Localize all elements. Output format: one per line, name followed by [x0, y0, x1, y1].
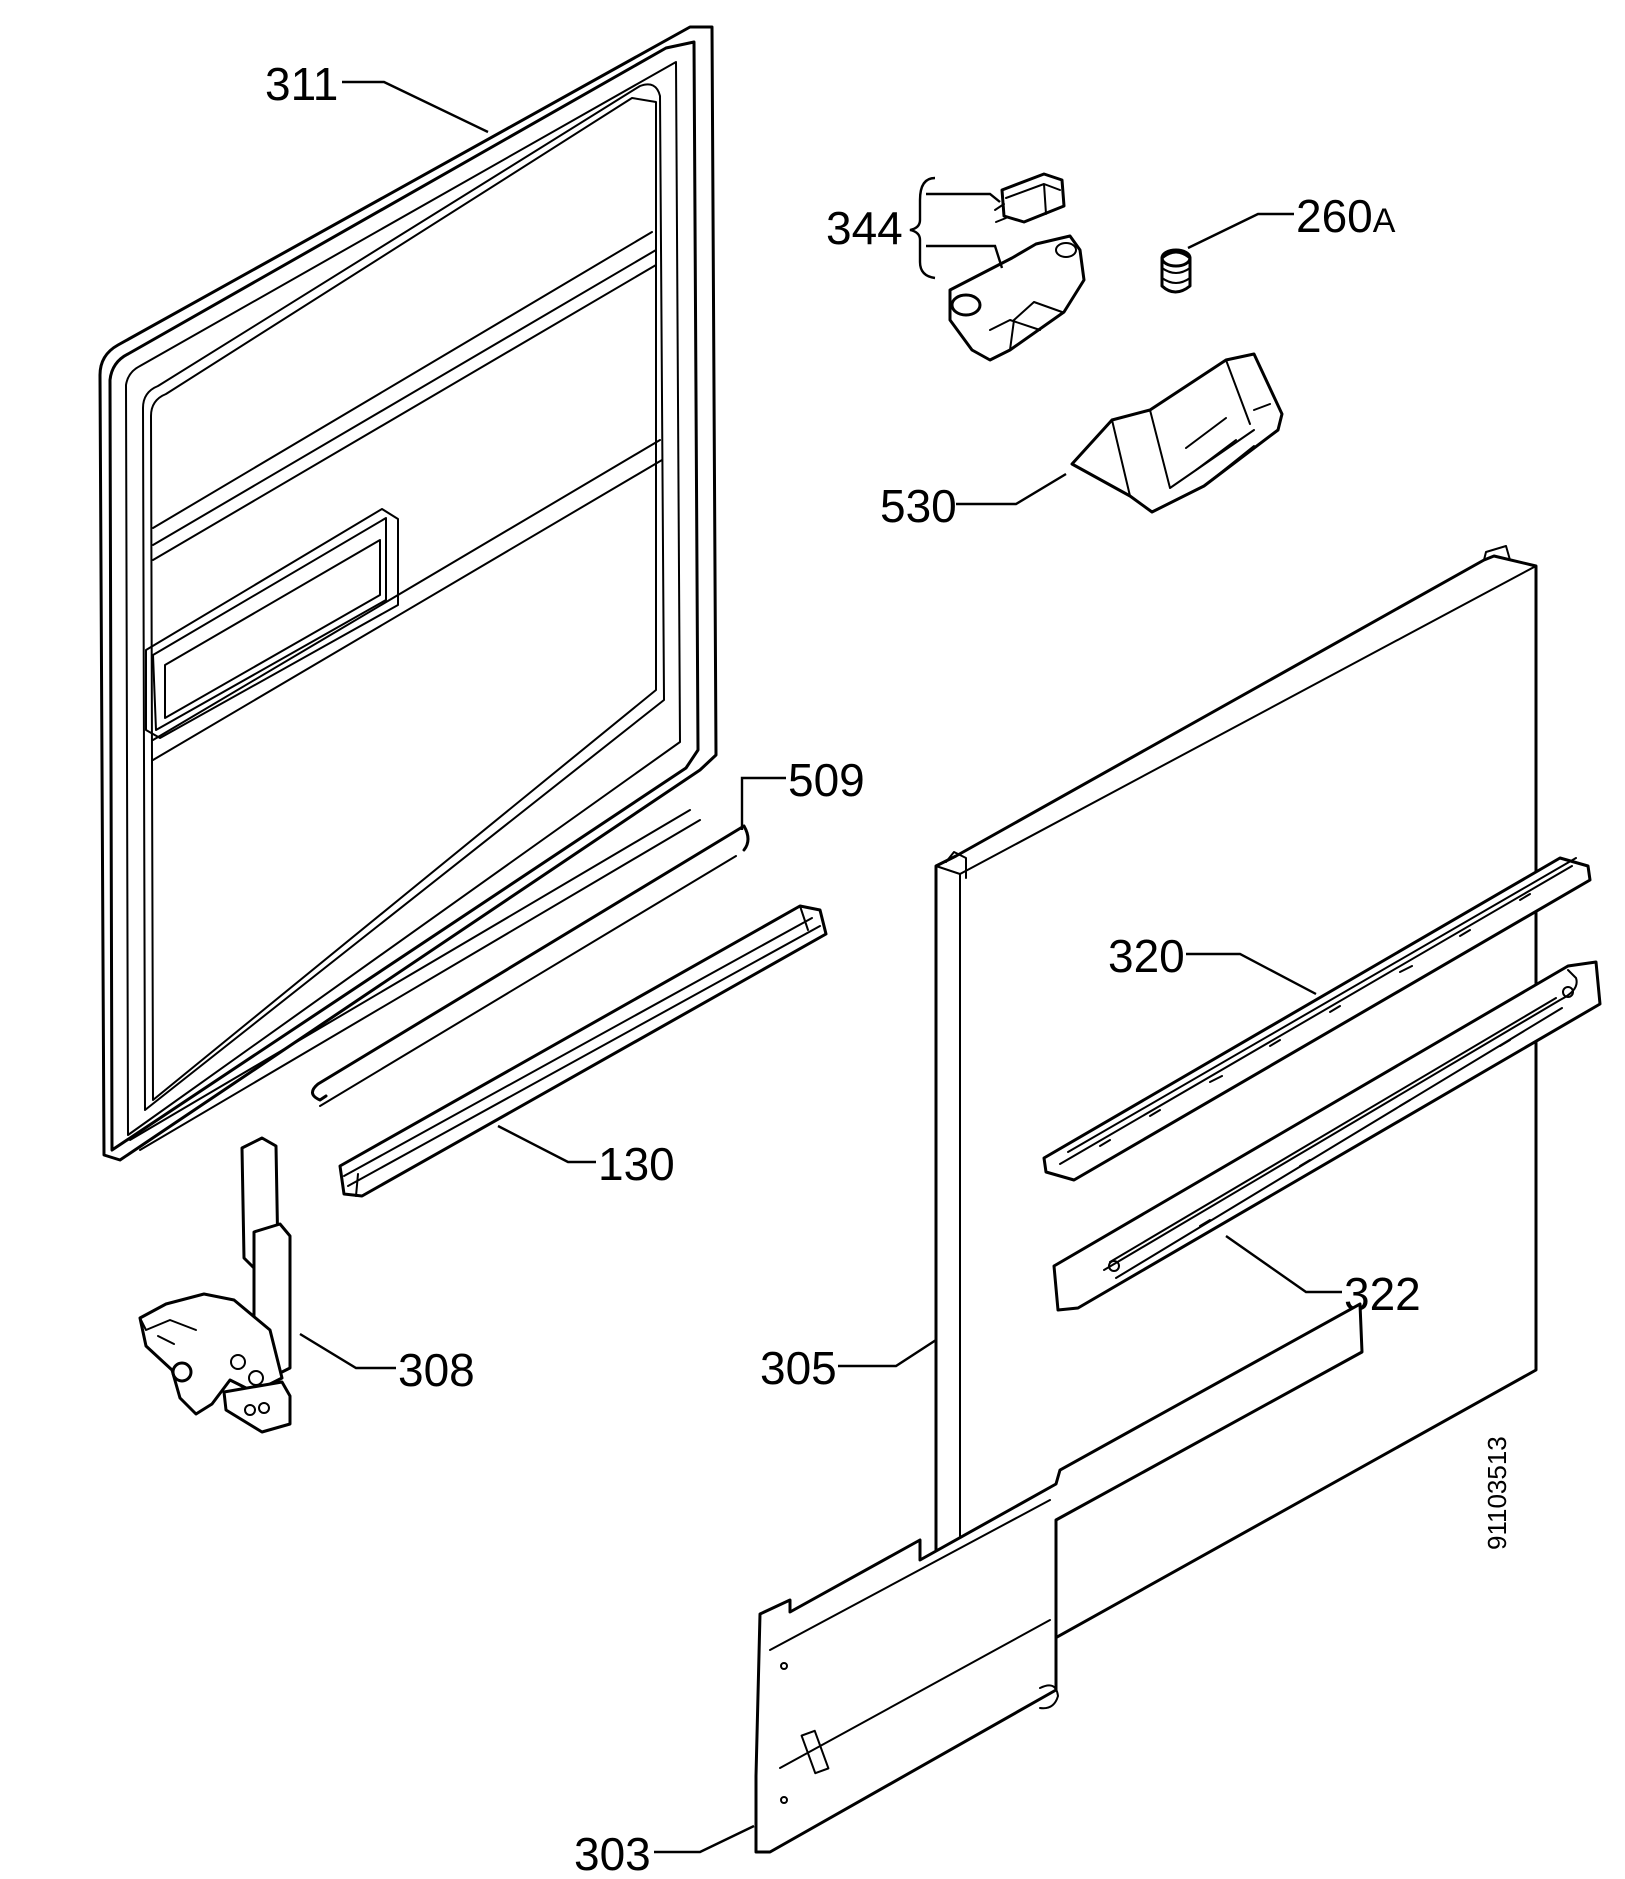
lower-rail-322	[1052, 960, 1602, 1312]
outer-door-panel-305	[934, 545, 1538, 1692]
leader-322	[1225, 1235, 1342, 1294]
kick-plate-303	[754, 1302, 1364, 1854]
leader-530	[956, 472, 1067, 506]
callout-305: 305	[760, 1342, 837, 1394]
door-lock-344	[948, 172, 1086, 362]
callout-130: 130	[598, 1138, 675, 1190]
lock-cap-260a	[1160, 248, 1192, 294]
document-number: 91103513	[1482, 1436, 1512, 1550]
leader-130	[497, 1124, 596, 1164]
leader-303	[654, 1824, 755, 1854]
callout-311: 311	[265, 58, 338, 110]
callout-530: 530	[880, 480, 957, 532]
inner-door-panel-311	[98, 25, 718, 1162]
upper-rail-320	[1042, 856, 1592, 1182]
leader-344-upper	[926, 192, 1001, 203]
callout-509: 509	[788, 754, 865, 806]
door-handle-530	[1070, 352, 1284, 514]
callout-260: 260	[1296, 190, 1373, 242]
leader-308	[299, 1332, 396, 1370]
callout-303: 303	[574, 1828, 651, 1879]
seal-strip-130	[338, 904, 828, 1198]
callout-344: 344	[826, 202, 903, 254]
callout-260-suffix: A	[1373, 202, 1396, 240]
leader-344-lower	[926, 244, 1004, 269]
leader-311	[342, 80, 489, 134]
svg-text:260A: 260A	[1296, 190, 1396, 242]
door-hinge-308	[138, 1136, 292, 1434]
leader-509	[740, 776, 786, 830]
leader-260a	[1187, 212, 1294, 250]
callout-320: 320	[1108, 930, 1185, 982]
rod-509	[311, 824, 750, 1107]
leader-305	[838, 1338, 937, 1368]
leader-344-brace	[909, 176, 936, 280]
leader-320	[1186, 952, 1317, 996]
callout-308: 308	[398, 1344, 475, 1396]
